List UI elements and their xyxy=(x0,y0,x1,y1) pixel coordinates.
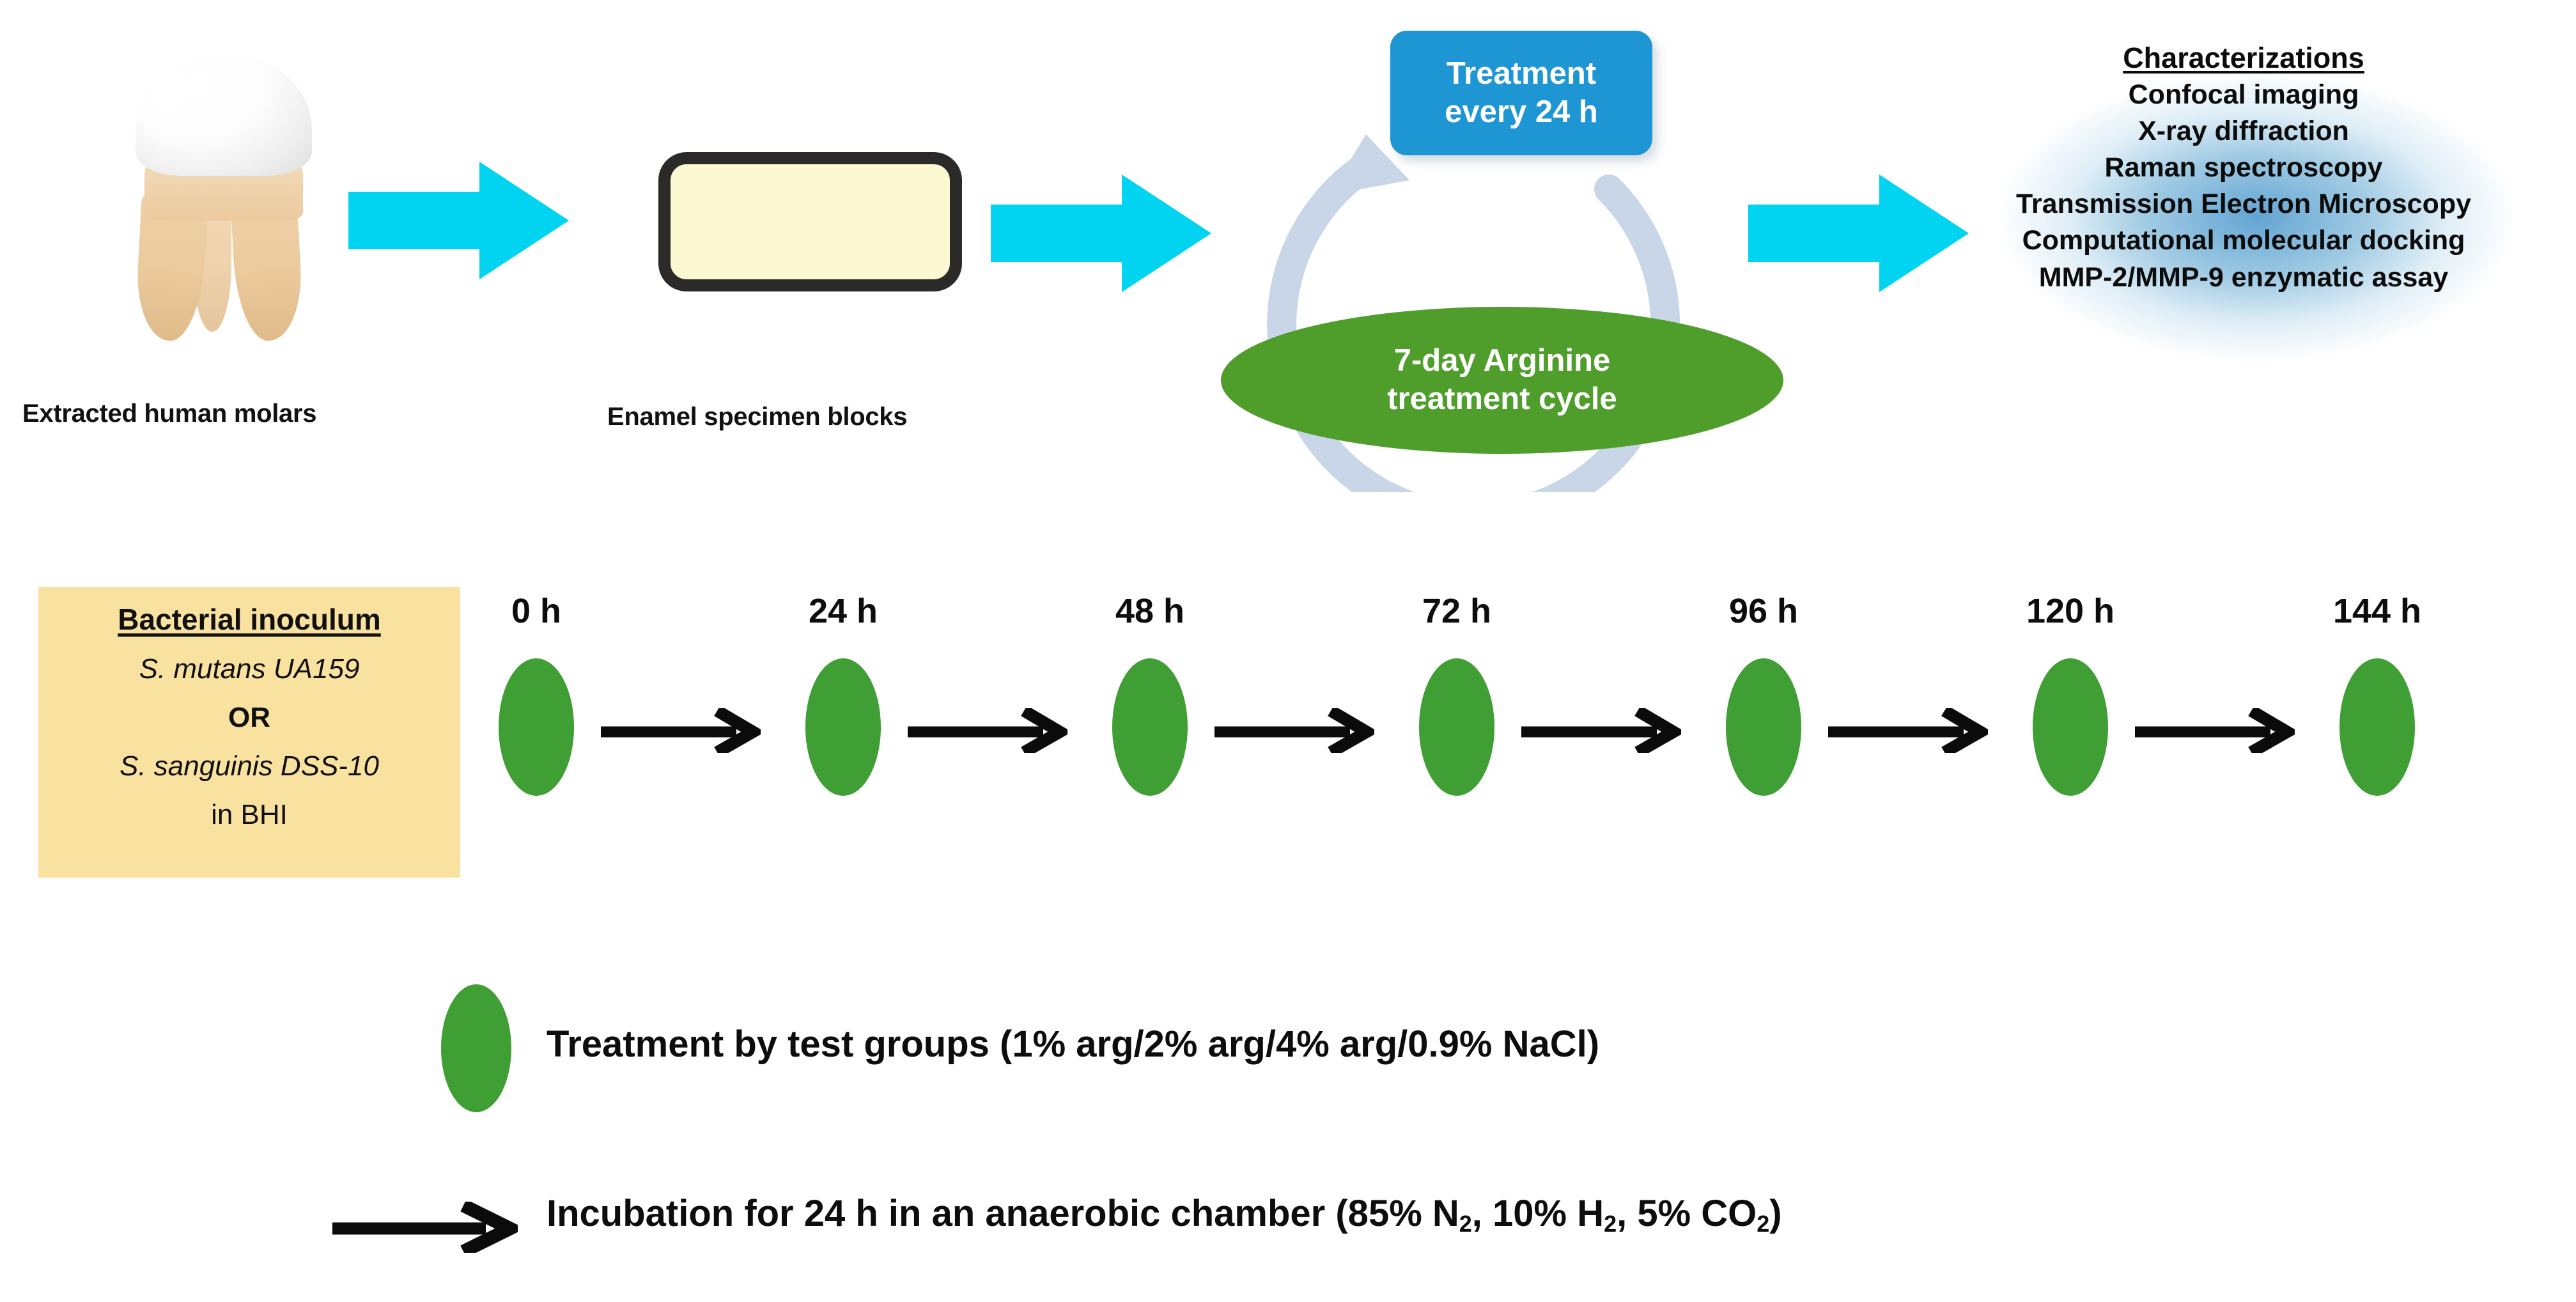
timepoint-label-48h: 48 h xyxy=(1115,592,1185,630)
timepoint-node-0h: 0 h xyxy=(499,592,574,796)
treatment-timeline: 0 h 24 h 48 h 72 h 96 h 120 h 144 h xyxy=(499,575,2563,844)
inoculum-strain-1: S. mutans UA159 xyxy=(139,653,360,685)
characterizations-panel: Characterizations Confocal imaging X-ray… xyxy=(1911,40,2576,296)
treatment-marker-144h xyxy=(2339,658,2415,796)
timepoint-node-144h: 144 h xyxy=(2333,592,2421,796)
timepoint-label-72h: 72 h xyxy=(1422,592,1492,630)
characterizations-title: Characterizations xyxy=(2123,42,2364,74)
characterization-item-mmp-assay: MMP-2/MMP-9 enzymatic assay xyxy=(2038,261,2449,293)
timepoint-label-144h: 144 h xyxy=(2332,592,2422,630)
legend-arrow-icon xyxy=(332,1202,518,1253)
cyan-arrow-icon-2 xyxy=(991,169,1211,297)
tooth-highlight xyxy=(141,58,211,154)
characterization-item-tem: Transmission Electron Microscopy xyxy=(2015,189,2472,220)
timepoint-node-96h: 96 h xyxy=(1726,592,1801,796)
treatment-marker-120h xyxy=(2033,658,2108,796)
tooth-icon xyxy=(121,54,326,343)
timepoint-node-72h: 72 h xyxy=(1419,592,1494,796)
inoculum-title: Bacterial inoculum xyxy=(118,603,381,636)
caption-extracted-human-molars: Extracted human molars xyxy=(22,399,317,428)
characterization-item-xrd: X-ray diffraction xyxy=(2138,115,2349,146)
bacterial-inoculum-box: Bacterial inoculum S. mutans UA159 OR S.… xyxy=(38,587,460,878)
timepoint-node-120h: 120 h xyxy=(2026,592,2114,796)
legend-green-marker-icon xyxy=(441,984,511,1112)
treatment-marker-0h xyxy=(499,658,574,796)
characterization-item-confocal: Confocal imaging xyxy=(2128,79,2359,110)
legend-arrow-label-part-1: Incubation for 24 h in an anaerobic cham… xyxy=(547,1193,1459,1234)
timepoint-label-96h: 96 h xyxy=(1728,592,1799,630)
timepoint-node-24h: 24 h xyxy=(805,592,881,796)
legend-arrow-label-part-3: , 5% CO xyxy=(1617,1193,1757,1234)
enamel-block-icon xyxy=(658,152,962,291)
inoculum-strain-2: S. sanguinis DSS-10 xyxy=(120,750,379,782)
treatment-marker-96h xyxy=(1726,658,1801,796)
inoculum-conjunction: OR xyxy=(228,702,270,733)
treatment-marker-24h xyxy=(805,658,881,796)
legend-arrow-label: Incubation for 24 h in an anaerobic cham… xyxy=(547,1192,1782,1237)
cyan-arrow-icon-1 xyxy=(348,157,569,284)
treatment-marker-72h xyxy=(1419,658,1494,796)
characterization-item-docking: Computational molecular docking xyxy=(2022,225,2465,256)
timepoint-label-120h: 120 h xyxy=(2026,592,2115,630)
characterization-item-raman: Raman spectroscopy xyxy=(2104,151,2383,183)
legend-arrow-sub-n2: 2 xyxy=(1459,1211,1472,1237)
incubation-arrow-icon-4 xyxy=(1521,708,1681,753)
incubation-arrow-icon-3 xyxy=(1214,708,1374,753)
incubation-arrow-icon-2 xyxy=(908,708,1067,753)
incubation-arrow-icon-6 xyxy=(2135,708,2295,753)
legend-arrow-sub-h2: 2 xyxy=(1604,1211,1617,1237)
characterizations-glow xyxy=(1905,19,2576,415)
legend-arrow-label-part-2: , 10% H xyxy=(1471,1193,1604,1234)
legend-arrow-label-part-4: ) xyxy=(1769,1193,1782,1234)
tooth-root-middle xyxy=(193,206,231,332)
cycle-ellipse-line-2: treatment cycle xyxy=(1387,382,1617,416)
legend-arrow-sub-co2: 2 xyxy=(1757,1211,1770,1237)
treatment-every-24h-box: Treatment every 24 h xyxy=(1390,31,1652,155)
timepoint-label-24h: 24 h xyxy=(808,592,878,630)
caption-enamel-specimen-blocks: Enamel specimen blocks xyxy=(607,403,908,431)
incubation-arrow-icon-1 xyxy=(601,708,761,753)
timepoint-label-0h: 0 h xyxy=(511,592,562,630)
incubation-arrow-icon-5 xyxy=(1828,708,1988,753)
legend-green-marker-label: Treatment by test groups (1% arg/2% arg/… xyxy=(547,1023,1600,1065)
treatment-box-line-2: every 24 h xyxy=(1445,94,1598,129)
cycle-ellipse-line-1: 7-day Arginine xyxy=(1393,343,1611,378)
treatment-box-line-1: Treatment xyxy=(1446,56,1597,91)
inoculum-medium: in BHI xyxy=(211,799,288,830)
arginine-treatment-cycle-ellipse: 7-day Arginine treatment cycle xyxy=(1221,307,1783,454)
treatment-marker-48h xyxy=(1112,658,1188,796)
timepoint-node-48h: 48 h xyxy=(1112,592,1188,796)
